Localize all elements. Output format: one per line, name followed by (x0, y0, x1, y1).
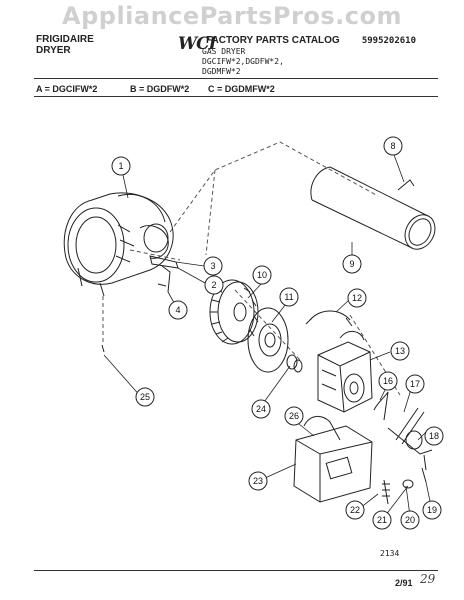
callout-20: 20 (405, 515, 415, 525)
callout-22: 22 (350, 505, 360, 515)
subtitle-line-2: DGCIFW*2,DGDFW*2, (202, 57, 284, 66)
idler-part (387, 407, 433, 455)
callout-2: 2 (211, 280, 216, 290)
callout-23: 23 (253, 476, 263, 486)
motor-part (317, 341, 373, 413)
callout-3: 3 (210, 261, 215, 271)
wci-logo: WCI (178, 34, 217, 54)
callout-19: 19 (427, 505, 437, 515)
callout-25: 25 (140, 392, 150, 402)
model-b: B = DGDFW*2 (130, 84, 190, 94)
callout-18: 18 (429, 431, 439, 441)
model-c: C = DGDMFW*2 (208, 84, 275, 94)
callout-11: 11 (284, 292, 293, 302)
callout-10: 10 (257, 270, 267, 280)
motor-strap-part (305, 310, 365, 341)
page-mark: 29 (420, 572, 436, 586)
callout-12: 12 (352, 293, 362, 303)
motor-mount-part (293, 416, 373, 503)
callout-21: 21 (377, 515, 387, 525)
callout-1: 1 (118, 161, 123, 171)
clip-parts (149, 255, 179, 293)
blower-housing-part (63, 192, 174, 297)
models-rule (34, 96, 438, 97)
subtitle-line-3: DGDMFW*2 (202, 67, 241, 76)
callout-17: 17 (410, 379, 420, 389)
spring-part (373, 391, 389, 421)
brand-name: FRIGIDAIRE (36, 34, 94, 45)
callout-26: 26 (289, 411, 299, 421)
watermark: AppliancePartsPros.com (62, 2, 402, 30)
footer-rule (34, 570, 438, 571)
callout-4: 4 (175, 305, 180, 315)
header-left: FRIGIDAIRE DRYER (36, 34, 94, 56)
spacer-part (286, 354, 303, 373)
catalog-title: FACTORY PARTS CATALOG (206, 35, 340, 46)
screw-part (101, 344, 105, 353)
product-name: DRYER (36, 45, 71, 56)
callout-16: 16 (383, 376, 393, 386)
seal-plate-part (247, 307, 289, 373)
catalog-subtitle: GAS DRYER DGCIFW*2,DGDFW*2, DGDMFW*2 (202, 47, 284, 77)
header-rule (34, 78, 438, 79)
subtitle-line-1: GAS DRYER (202, 47, 246, 56)
revision-date: 2/91 (395, 578, 413, 588)
part-number: 5995202610 (361, 36, 416, 46)
callout-9: 9 (349, 259, 354, 269)
fastener-parts (382, 454, 427, 505)
callout-24: 24 (256, 404, 266, 414)
model-a: A = DGCIFW*2 (36, 84, 98, 94)
callout-13: 13 (395, 346, 405, 356)
drawing-code: 2134 (380, 549, 400, 558)
exhaust-duct-part (310, 166, 436, 250)
callout-8: 8 (390, 141, 395, 151)
